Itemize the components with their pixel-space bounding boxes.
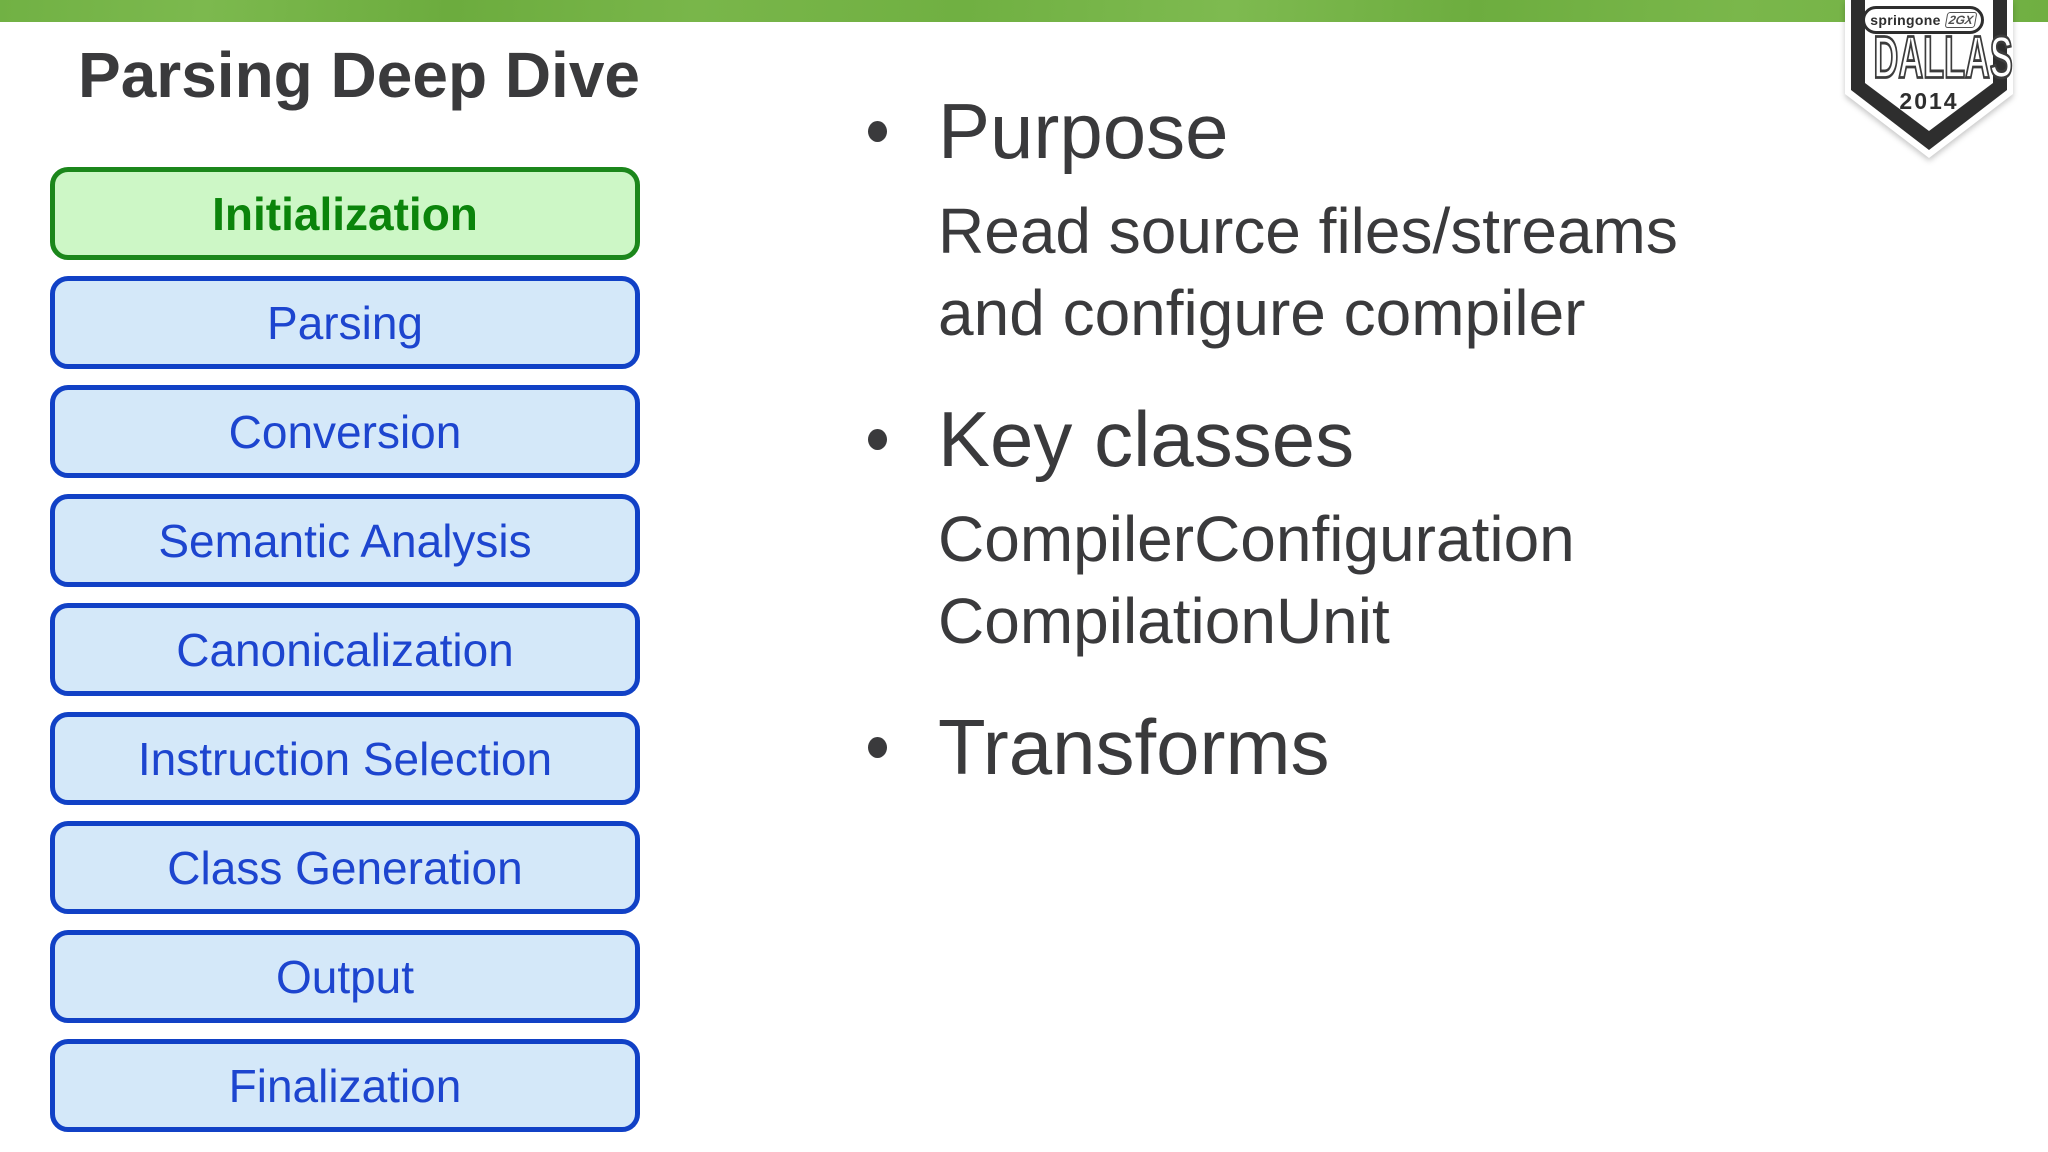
pipeline-stage-instruction-selection: Instruction Selection [50, 712, 640, 805]
bullet-subline: Read source files/streams [938, 195, 1678, 267]
pipeline-stage-initialization: Initialization [50, 167, 640, 260]
bullet-group-purpose: Purpose Read source files/streams and co… [862, 88, 1862, 354]
bullet-heading-text: Purpose [938, 87, 1229, 175]
bullet-subline: and configure compiler [938, 277, 1586, 349]
bullet-heading: Transforms [862, 704, 1862, 790]
pipeline-stage-finalization: Finalization [50, 1039, 640, 1132]
bullet-icon [868, 121, 887, 142]
bullet-group-key-classes: Key classes CompilerConfiguration Compil… [862, 396, 1862, 662]
bullet-subline: CompilationUnit [938, 585, 1390, 657]
bullet-heading: Key classes [862, 396, 1862, 482]
top-green-bar [0, 0, 2048, 22]
page-title: Parsing Deep Dive [78, 39, 640, 111]
pipeline-stage-class-generation: Class Generation [50, 821, 640, 914]
springone-dallas-2014-badge: springone 2GX DALLAS 2014 [1845, 0, 2014, 160]
bullet-group-transforms: Transforms [862, 704, 1862, 790]
springone-2gx-logo: springone 2GX [1862, 6, 1984, 34]
bullet-icon [868, 429, 887, 450]
badge-city-text: DALLAS [1873, 24, 2014, 92]
bullet-icon [868, 737, 887, 758]
pipeline-stage-semantic-analysis: Semantic Analysis [50, 494, 640, 587]
springone-wordmark: springone [1870, 12, 1941, 28]
bullet-sublines: CompilerConfiguration CompilationUnit [938, 498, 1862, 662]
badge-year-text: 2014 [1899, 88, 1959, 114]
bullet-heading-text: Key classes [938, 395, 1355, 483]
bullet-subline: CompilerConfiguration [938, 503, 1575, 575]
pipeline-stage-conversion: Conversion [50, 385, 640, 478]
bullet-list: Purpose Read source files/streams and co… [862, 88, 1862, 832]
bullet-sublines: Read source files/streams and configure … [938, 190, 1862, 354]
compiler-pipeline-diagram: Initialization Parsing Conversion Semant… [50, 167, 640, 1132]
pipeline-stage-parsing: Parsing [50, 276, 640, 369]
bullet-heading: Purpose [862, 88, 1862, 174]
bullet-heading-text: Transforms [938, 703, 1330, 791]
pipeline-stage-output: Output [50, 930, 640, 1023]
pipeline-stage-canonicalization: Canonicalization [50, 603, 640, 696]
